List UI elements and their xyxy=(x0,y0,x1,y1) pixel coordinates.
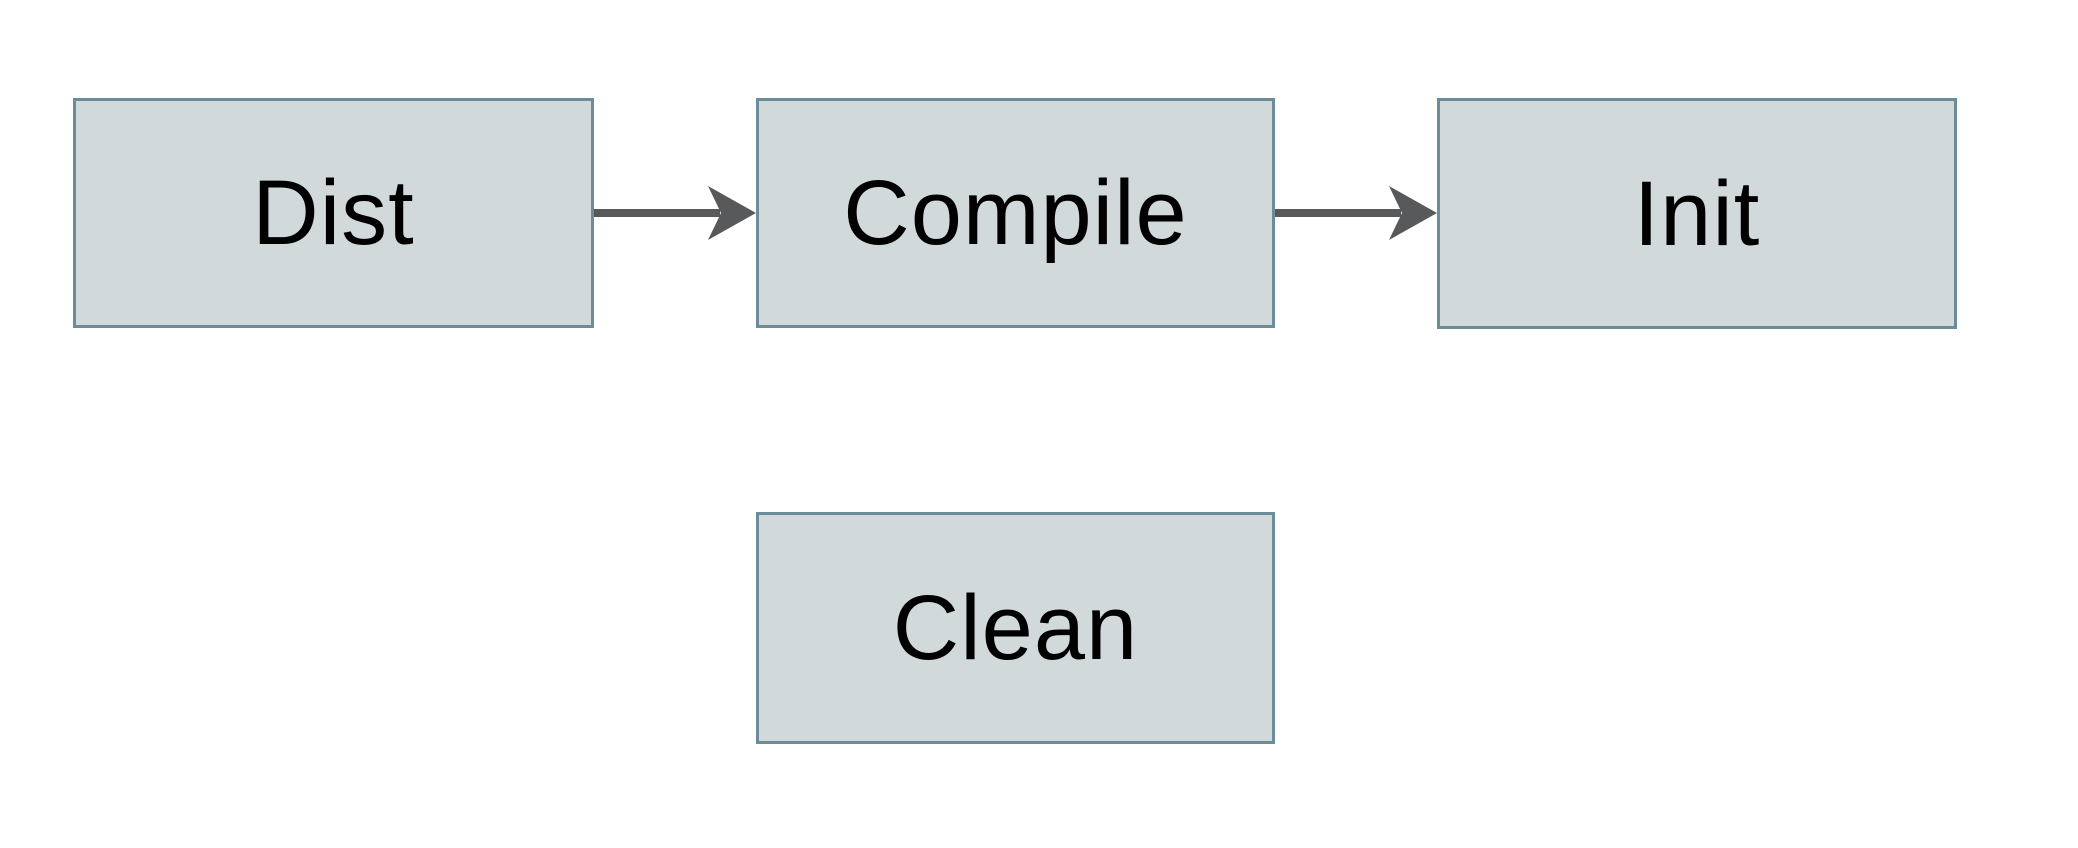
node-dist[interactable]: Dist xyxy=(73,98,594,328)
node-init-label: Init xyxy=(1633,162,1761,265)
node-clean[interactable]: Clean xyxy=(756,512,1275,744)
node-init[interactable]: Init xyxy=(1437,98,1957,329)
connector-arrow-compile-to-init[interactable] xyxy=(1275,183,1437,243)
node-dist-label: Dist xyxy=(252,162,415,264)
arrowhead-icon xyxy=(1389,186,1437,240)
arrowhead-icon xyxy=(708,186,756,240)
node-compile[interactable]: Compile xyxy=(756,98,1275,328)
node-clean-label: Clean xyxy=(892,577,1139,679)
node-compile-label: Compile xyxy=(843,162,1188,264)
connector-arrow-dist-to-compile[interactable] xyxy=(594,183,756,243)
